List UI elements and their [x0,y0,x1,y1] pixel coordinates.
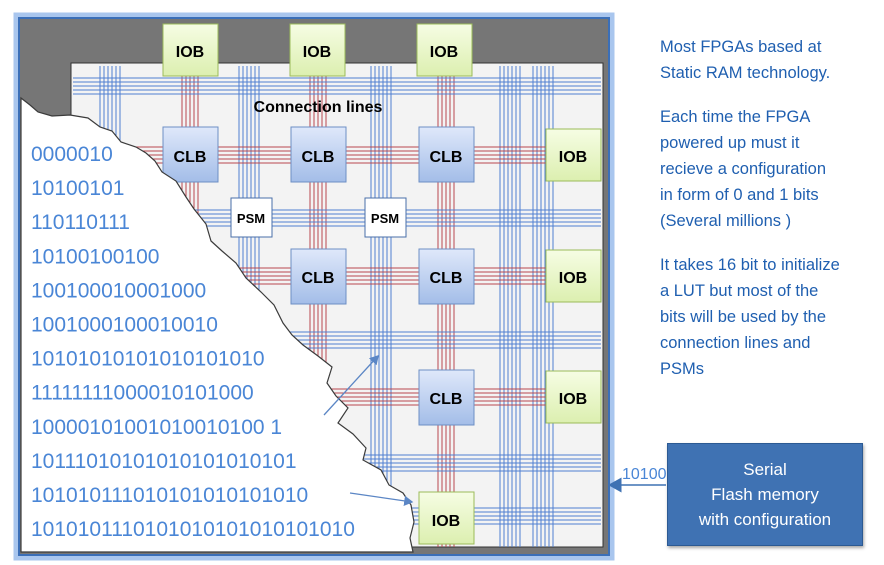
iob-label: IOB [559,391,587,408]
clb-block: CLB [290,248,347,305]
chip-glow [13,12,615,561]
flash-line-3: with configuration [698,510,832,529]
clb-label: CLB [302,149,335,166]
bitstream-line: 10111010101010101010101 [31,450,297,473]
iob-block: IOB [416,23,473,77]
iob-label: IOB [559,270,587,287]
bitstream-line: 101010111010101010101010 [31,484,308,507]
iob-block: IOB [162,23,219,77]
bitstream-line: 10100101 [31,177,124,200]
bitstream: 0000010 10100101 110110111 10100100100 10010… [31,143,355,541]
connection-lines-label: Connection lines [254,99,383,116]
note-lut-bits: It takes 16 bit to initialize a LUT but … [660,256,840,378]
flash-line-1: Serial [743,460,787,479]
bitstream-line: 100100010001000 [31,279,206,302]
clb-block: CLB [418,126,475,183]
bitstream-line: 11111111000010101000 [31,382,254,405]
bitstream-line: 110110111 [31,211,130,234]
bitstream-line: 1010101110101010101010101010 [31,518,355,541]
note-sram: Most FPGAs based at Static RAM technolog… [660,38,831,82]
iob-block: IOB [545,128,602,182]
bitstream-to-psm-arrow [323,355,379,416]
clb-block: CLB [290,126,347,183]
bitstream-line: 0000010 [31,143,113,166]
bitstream-line: 10100100100 [31,245,159,268]
psm-block: PSM [230,197,273,238]
psm-label: PSM [237,211,265,226]
flash-line-2: Flash memory [711,485,819,504]
iob-block: IOB [289,23,346,77]
clb-label: CLB [430,270,463,287]
clb-label: CLB [302,270,335,287]
note-configuration: Each time the FPGA powered up must it re… [660,108,827,230]
bitstream-paper [20,96,415,553]
serial-flash-memory: Serial Flash memory with configuration [667,443,863,546]
psm-block: PSM [364,197,407,238]
bitstream-to-iob-arrow [349,492,414,507]
bitstream-line: 10101010101010101010 [31,348,265,371]
clb-label: CLB [430,391,463,408]
bus-bits-label: 101001 [622,466,675,483]
iob-label: IOB [430,44,458,61]
clb-block: CLB [418,369,475,426]
iob-label: IOB [176,44,204,61]
clb-label: CLB [174,149,207,166]
iob-label: IOB [559,149,587,166]
iob-block: IOB [545,370,602,424]
bitstream-line: 1001000100010010 [31,314,218,337]
bitstream-line: 10000101001010010100 1 [31,416,282,439]
clb-block: CLB [162,126,219,183]
clb-block: CLB [418,248,475,305]
iob-label: IOB [432,513,460,530]
iob-label: IOB [303,44,331,61]
iob-block: IOB [418,491,475,545]
notes-panel: Most FPGAs based at Static RAM technolog… [660,34,882,400]
psm-label: PSM [371,211,399,226]
iob-block: IOB [545,249,602,303]
clb-label: CLB [430,149,463,166]
